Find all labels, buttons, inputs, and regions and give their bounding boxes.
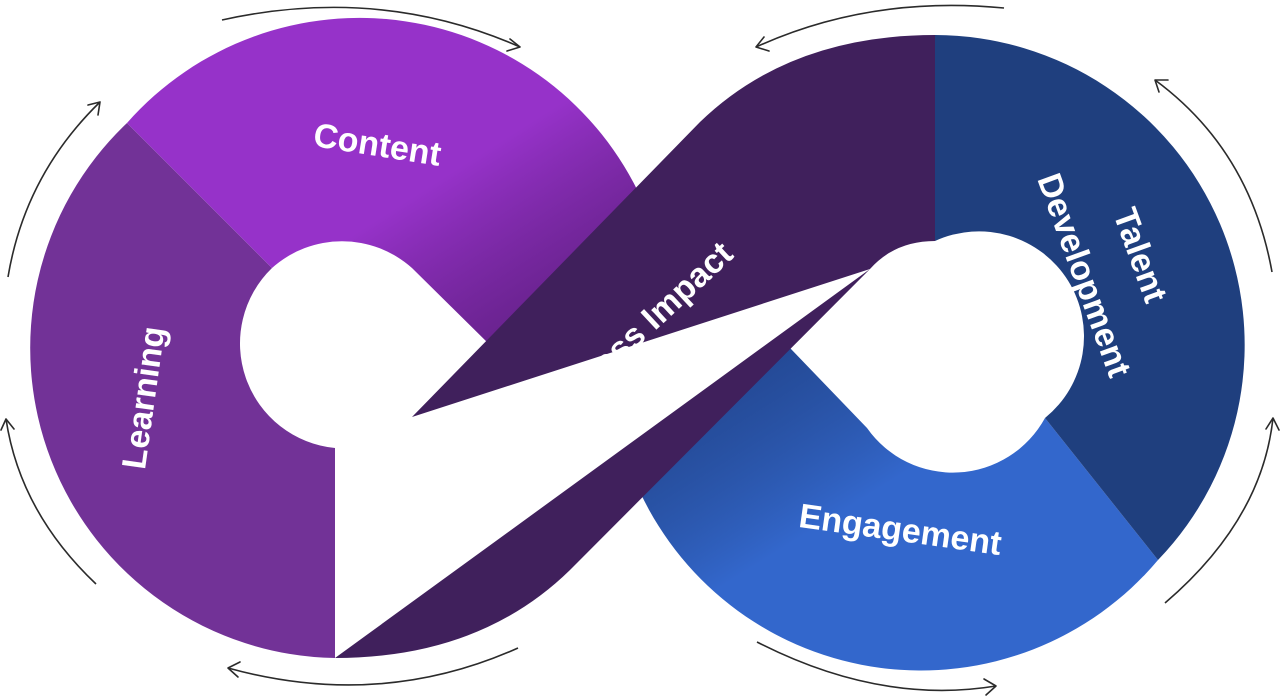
arrow-left-upper-icon	[7, 101, 101, 278]
arrow-bottom-left-icon	[227, 647, 519, 686]
cycle-arrows	[0, 4, 1280, 696]
arrow-bottom-right-icon	[756, 641, 997, 696]
segment-talent-development	[935, 35, 1245, 560]
arrow-top-right-icon	[755, 4, 1005, 52]
segment-content-shade	[127, 17, 642, 345]
arrow-right-upper-icon	[1154, 79, 1273, 273]
segment-business-impact	[335, 35, 935, 658]
arrow-left-lower-icon	[0, 418, 97, 585]
segment-engagement-shade	[640, 348, 1158, 671]
arrow-right-lower-icon	[1164, 417, 1280, 604]
segment-learning	[30, 123, 335, 658]
arrow-top-left-icon	[221, 6, 521, 52]
